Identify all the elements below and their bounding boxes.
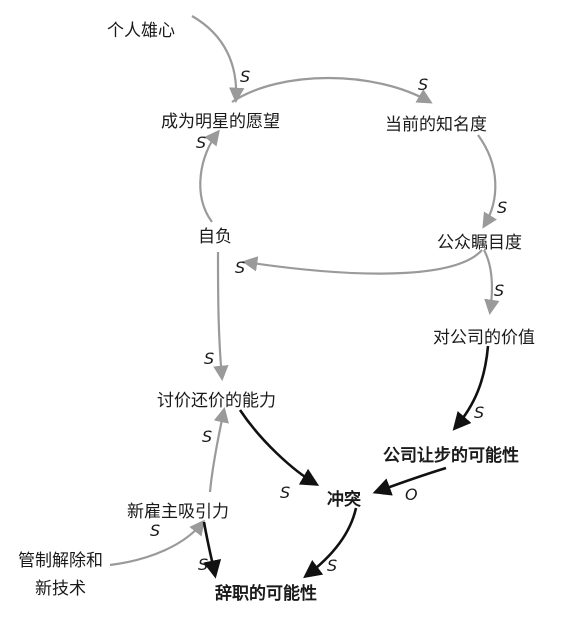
arrow-fame-to-attention	[477, 134, 498, 229]
arrow-desire-to-fame	[231, 77, 433, 104]
node-bargaining-power: 讨价还价的能力	[157, 391, 276, 411]
arrow-newemployer-to-bargaining	[208, 406, 229, 493]
node-company-concession: 公司让步的可能性	[383, 446, 519, 466]
node-desire-star: 成为明星的愿望	[161, 112, 280, 132]
arrow-ego-to-bargaining	[213, 251, 229, 382]
node-deregulation-line2: 新技术	[35, 579, 86, 599]
polarity-label: S	[202, 427, 213, 446]
polarity-label: S	[196, 133, 207, 152]
polarity-label: S	[327, 556, 338, 575]
arrow-conflict-to-resignation	[303, 507, 358, 579]
polarity-label: S	[150, 521, 161, 540]
node-value-to-company: 对公司的价值	[433, 328, 535, 348]
node-deregulation: 管制解除和	[18, 551, 103, 571]
arrow-attention-to-value	[483, 249, 500, 316]
node-conflict: 冲突	[327, 490, 361, 510]
arrow-value-to-concession	[452, 345, 490, 431]
node-new-employer-appeal: 新雇主吸引力	[127, 502, 229, 522]
polarity-label: S	[497, 198, 508, 217]
polarity-label: S	[418, 75, 429, 94]
arrow-deregulation-to-newemployer	[109, 519, 205, 567]
node-resignation: 辞职的可能性	[215, 584, 317, 604]
polarity-label: S	[204, 349, 215, 368]
arrow-concession-to-conflict	[372, 466, 447, 496]
arrow-attention-to-ego	[241, 249, 483, 275]
polarity-label: S	[494, 281, 505, 300]
arrow-ambition-to-desire	[191, 15, 245, 104]
node-ego: 自负	[198, 227, 232, 247]
polarity-label: S	[280, 483, 291, 502]
polarity-label: S	[474, 403, 485, 422]
node-public-attention: 公众瞩目度	[437, 233, 522, 253]
arrow-bargaining-to-conflict	[238, 409, 320, 486]
arrow-newemployer-to-resignation	[202, 521, 222, 579]
polarity-label: S	[240, 67, 251, 86]
polarity-label: O	[405, 485, 418, 504]
node-personal-ambition: 个人雄心	[107, 21, 175, 41]
polarity-label: S	[235, 258, 246, 277]
polarity-label: S	[198, 555, 209, 574]
arrow-ego-to-desire	[199, 129, 220, 223]
node-current-fame: 当前的知名度	[385, 115, 487, 135]
